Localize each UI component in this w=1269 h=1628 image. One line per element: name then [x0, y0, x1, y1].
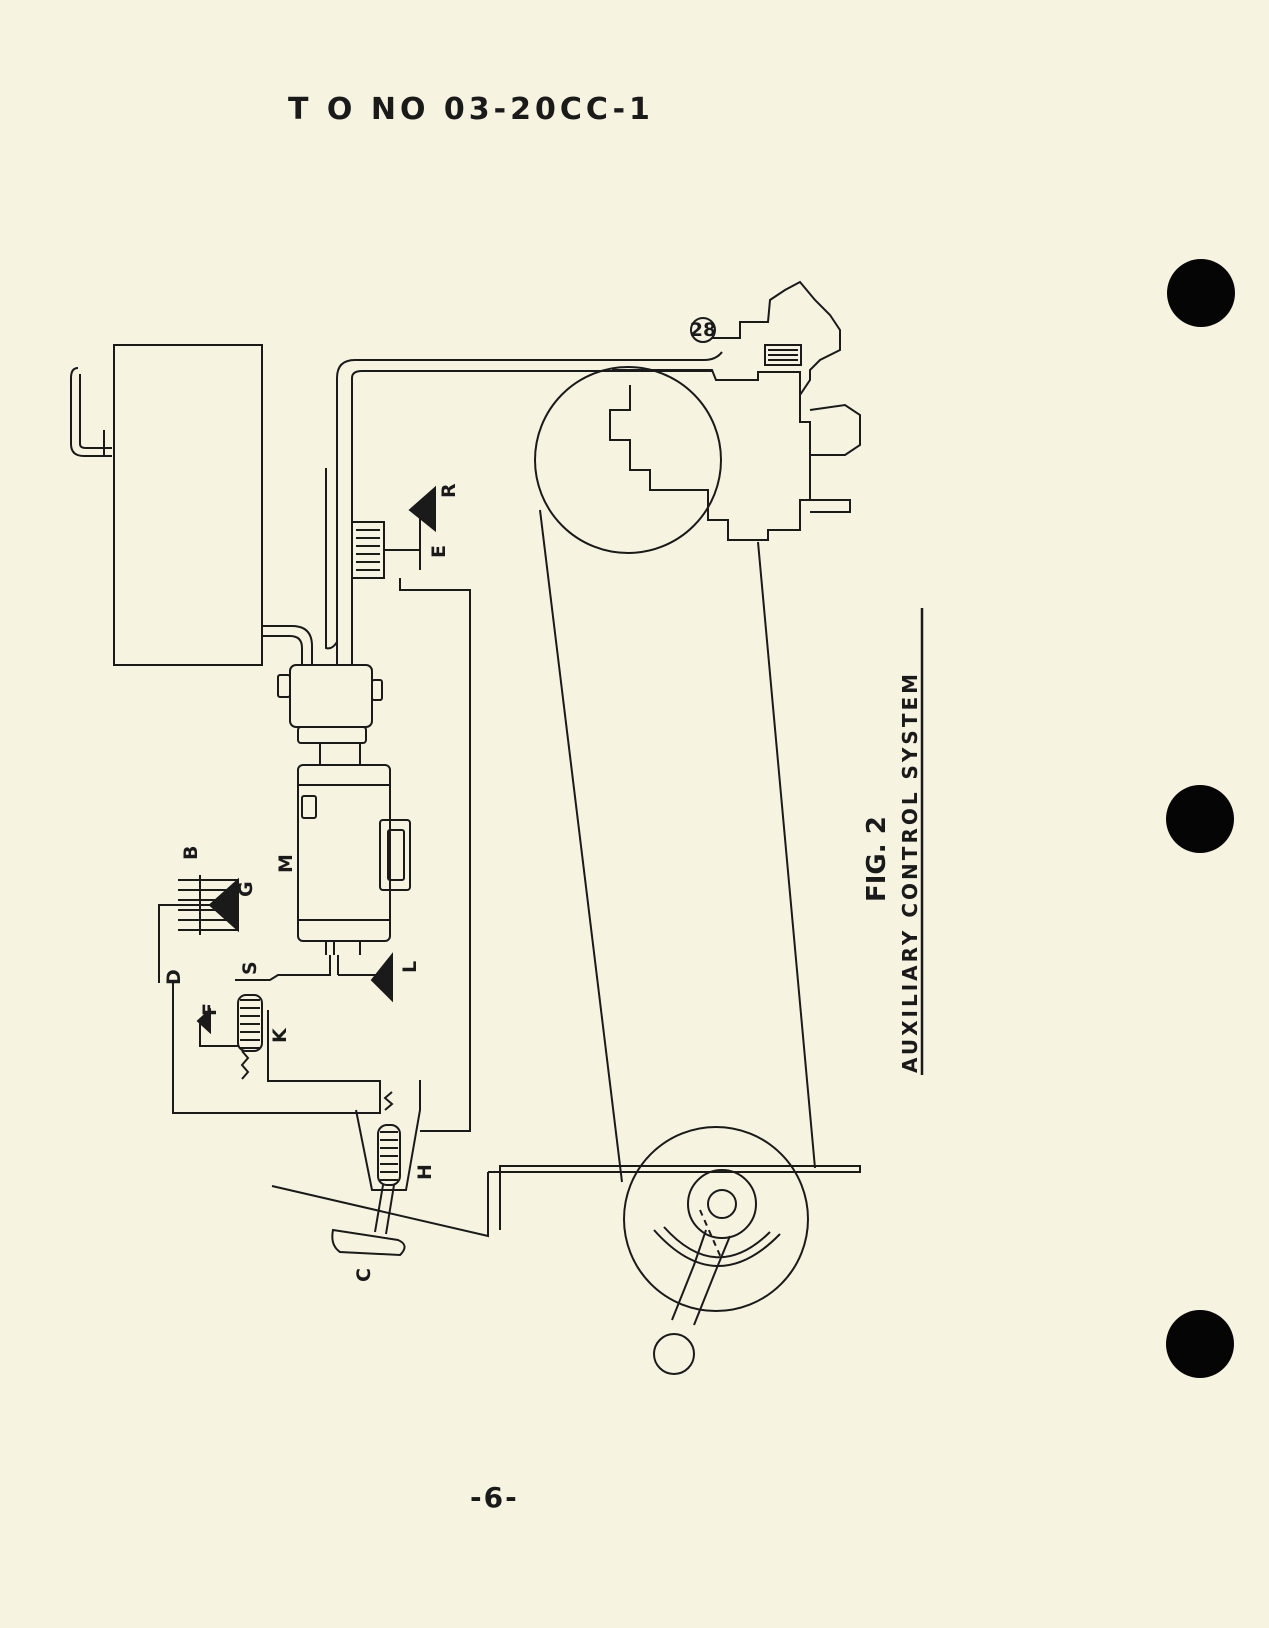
label-d: D: [163, 969, 185, 985]
starter-jaw: [764, 344, 802, 366]
crank-arm: [671, 1229, 731, 1326]
binder-punch-hole: [1167, 259, 1235, 327]
engine-shaft: [809, 403, 861, 456]
binder-punch-hole: [1166, 1310, 1234, 1378]
crank-hub: [707, 1189, 737, 1219]
tank-vent-pipe: [70, 367, 112, 457]
wire-to-pedal: [172, 983, 381, 1114]
drive-belt: [757, 541, 816, 1169]
crank-wheel: [623, 1126, 809, 1312]
figure-number: FIG. 2: [862, 816, 892, 902]
pipe-bypass: [325, 468, 338, 650]
engine-flywheel: [534, 366, 722, 554]
motor-m: [297, 764, 411, 955]
pedal-plunger: [374, 1184, 384, 1233]
label-e: E: [428, 545, 450, 558]
ground-symbol-r: [408, 485, 436, 533]
tank-outlet-pipe: [262, 625, 313, 664]
solenoid-k: [237, 994, 263, 1052]
callout-28: 28: [690, 319, 716, 341]
delivery-pipe: [336, 351, 723, 665]
floor-plate: [271, 1165, 861, 1238]
binder-punch-hole: [1166, 785, 1234, 853]
solenoid-switch-s: [235, 955, 339, 981]
figure-title: AUXILIARY CONTROL SYSTEM: [898, 671, 922, 1073]
ground-symbol-g: [208, 877, 239, 933]
tank: [113, 344, 263, 666]
label-r: R: [438, 483, 460, 498]
pedal-spring-h: [377, 1124, 401, 1186]
label-h: H: [414, 1164, 436, 1180]
label-f: F: [199, 1003, 221, 1016]
pump: [277, 664, 383, 766]
label-s: S: [239, 961, 261, 975]
foot-pedal-c: [331, 1228, 406, 1257]
engine-housing: [609, 369, 811, 541]
crank-ratchet: [663, 1226, 771, 1259]
document-number: T O NO 03-20CC-1: [288, 92, 654, 127]
page-number: -6-: [470, 1481, 519, 1514]
ground-symbol-l: [370, 952, 393, 1003]
pedal-housing: [355, 1080, 421, 1191]
callout-28-circle: [690, 317, 716, 343]
label-b: B: [180, 846, 202, 860]
wire-to-battery: [158, 904, 230, 983]
crank-handle: [653, 1333, 695, 1375]
label-k: K: [269, 1027, 291, 1043]
label-l: L: [399, 961, 421, 973]
drive-belt: [539, 509, 623, 1183]
engine-crankcase: [712, 280, 841, 396]
control-line-h: [399, 578, 471, 1132]
label-c: C: [353, 1268, 375, 1282]
label-g: G: [235, 881, 257, 897]
label-m: M: [275, 854, 297, 873]
ground-symbol-f: [196, 1007, 211, 1035]
